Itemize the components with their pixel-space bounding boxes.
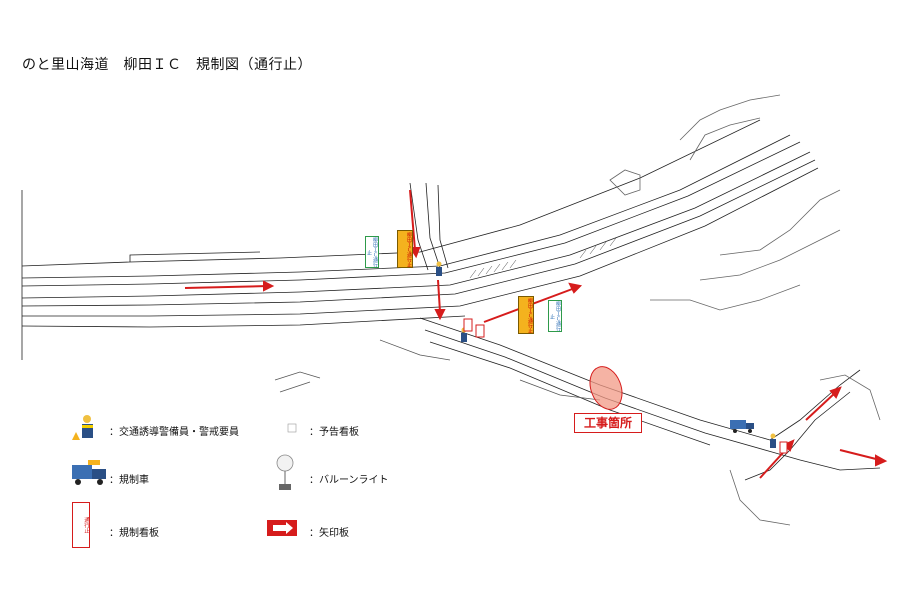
legend-vehicle-label: ：規制車 [109, 475, 149, 486]
legend-vehicle-icon [72, 460, 106, 485]
map-title: のと里山海道 柳田ＩＣ 規制図（通行止） [22, 57, 312, 73]
legend-arrow-board-label: ：矢印板 [309, 528, 349, 539]
road-linework [21, 94, 881, 526]
legend-notice-board-icon [287, 423, 297, 433]
hatched-areas [469, 237, 617, 279]
legend-guard-icon [72, 415, 93, 440]
legend-arrow-board-icon [267, 520, 297, 536]
control-board-icon [463, 318, 788, 454]
traffic-arrows [184, 189, 888, 479]
legend-control-board-icon: 通行止 [72, 502, 90, 548]
legend-notice-board-label: ：予告看板 [309, 427, 359, 438]
construction-site-label: 工事箇所 [574, 413, 642, 433]
legend-guard-label: ：交通誘導警備員・警戒要員 [109, 427, 239, 438]
notice-sign-3: 柳田ＩＣ通行止 [518, 296, 534, 334]
legend-balloon-light-icon [276, 454, 294, 490]
notice-sign-2: 柳田ＩＣ通行止 [397, 230, 413, 268]
notice-sign-1: 柳田ＩＣ通行止 [365, 236, 379, 268]
control-vehicle-icon [730, 420, 754, 433]
legend-balloon-light-label: ：バルーンライト [309, 475, 389, 486]
notice-sign-4: 柳田ＩＣ通行止 [548, 300, 562, 332]
legend-control-board-label: ：規制看板 [109, 528, 159, 539]
construction-site-marker [589, 366, 623, 410]
